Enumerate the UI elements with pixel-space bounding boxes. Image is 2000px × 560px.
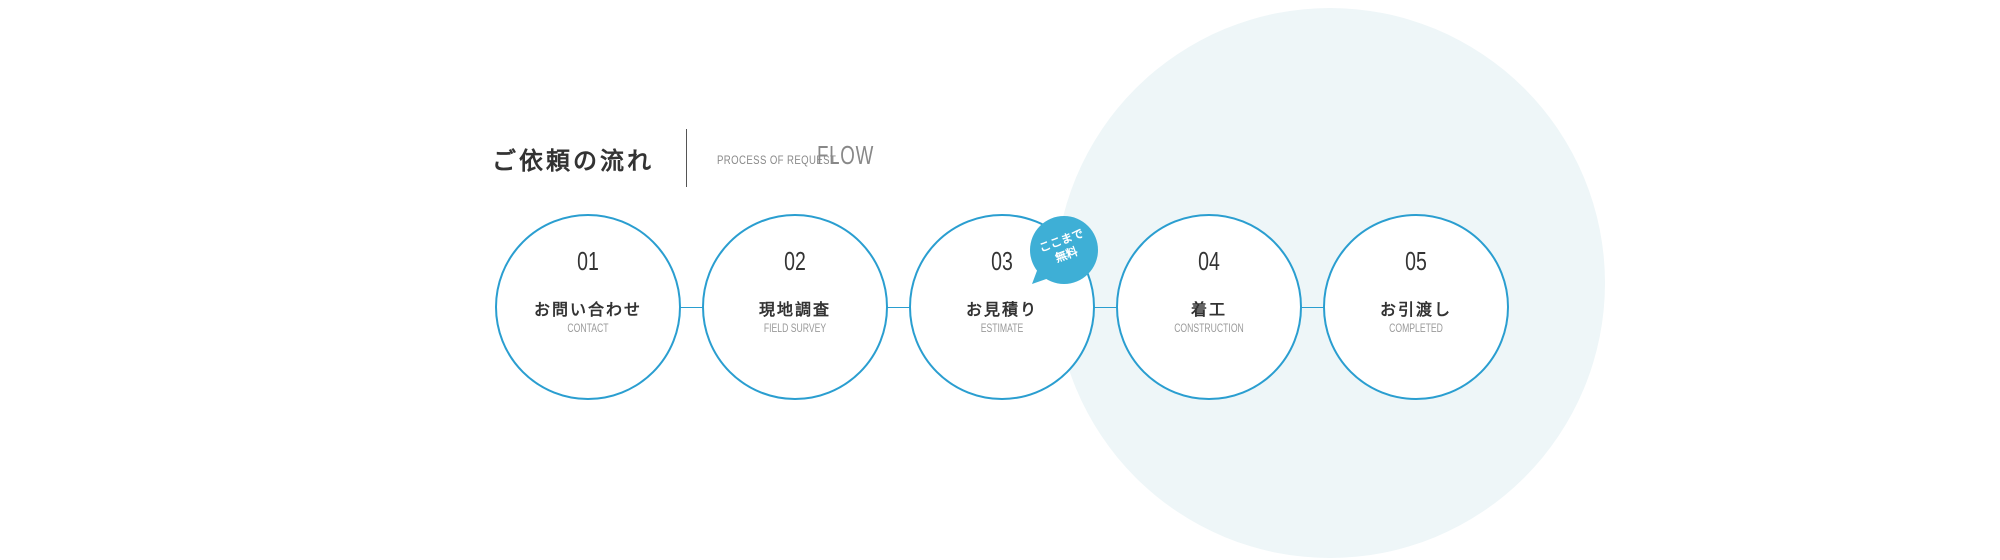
section-header: ご依頼の流れ PROCESS OF REQUEST FLOW: [492, 128, 896, 188]
step-label: 着工: [1190, 300, 1227, 319]
connector-line: [1300, 307, 1324, 308]
step-construction: 04 着工 CONSTRUCTION: [1116, 214, 1302, 400]
step-completed: 05 お引渡し COMPLETED: [1323, 214, 1509, 400]
flow-steps: 01 お問い合わせ CONTACT 02 現地調査 FIELD SURVEY 0…: [495, 214, 1509, 400]
connector-line: [886, 307, 910, 308]
step-number: 03: [991, 246, 1013, 276]
step-label: お見積り: [965, 300, 1038, 319]
step-label: お引渡し: [1379, 300, 1452, 319]
step-contact: 01 お問い合わせ CONTACT: [495, 214, 681, 400]
step-number: 01: [577, 246, 599, 276]
step-number: 02: [784, 246, 806, 276]
step-number: 04: [1198, 246, 1220, 276]
step-english-label: CONSTRUCTION: [1174, 321, 1244, 335]
step-english-label: COMPLETED: [1389, 321, 1443, 335]
section-subtitle: PROCESS OF REQUEST FLOW: [717, 140, 896, 171]
subtitle-large: FLOW: [817, 139, 874, 170]
free-badge: ここまで 無料: [1028, 214, 1100, 286]
step-number: 05: [1405, 246, 1427, 276]
speech-bubble-icon: [1030, 216, 1098, 284]
step-english-label: ESTIMATE: [980, 321, 1024, 335]
header-divider: [686, 129, 687, 187]
connector-line: [1093, 307, 1117, 308]
subtitle-small: PROCESS OF REQUEST: [717, 152, 837, 167]
step-english-label: CONTACT: [567, 321, 609, 335]
connector-line: [679, 307, 703, 308]
step-field-survey: 02 現地調査 FIELD SURVEY: [702, 214, 888, 400]
step-label: 現地調査: [758, 300, 831, 319]
step-label: お問い合わせ: [533, 300, 642, 319]
step-english-label: FIELD SURVEY: [763, 321, 827, 335]
section-title: ご依頼の流れ: [492, 146, 654, 175]
